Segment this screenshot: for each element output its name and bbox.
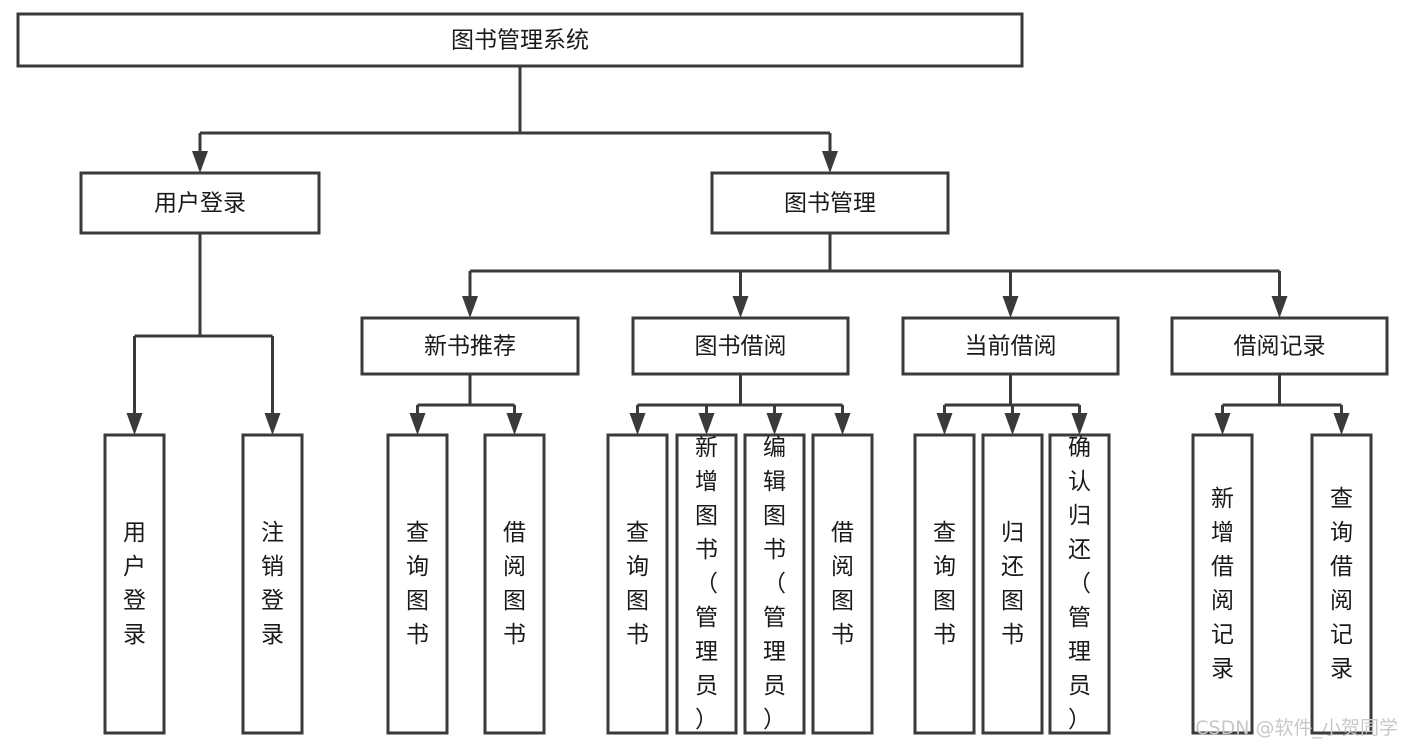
node-box: [743, 433, 806, 735]
arrow-head-icon: [192, 151, 208, 173]
node-leaf-borrow-book-1[interactable]: 借阅图书: [483, 433, 546, 735]
arrow-head-icon: [506, 413, 523, 435]
node-label: 查询借阅记录: [1330, 486, 1353, 682]
node-box: [606, 433, 669, 735]
node-box: [1170, 316, 1389, 376]
node-borrow-record[interactable]: 借阅记录: [1170, 316, 1389, 376]
arrow-head-icon: [126, 413, 143, 435]
arrow-head-icon: [698, 413, 715, 435]
node-label: 查询图书: [406, 520, 429, 648]
csdn-watermark: CSDN @软件_小贺同学: [1195, 717, 1398, 739]
node-box: [675, 433, 738, 735]
arrow-head-icon: [1002, 296, 1019, 318]
node-leaf-add-record[interactable]: 新增借阅记录: [1191, 433, 1254, 735]
node-label: 查询图书: [626, 520, 649, 648]
node-layer: 图书管理系统用户登录图书管理新书推荐图书借阅当前借阅借阅记录用户登录注销登录查询…: [16, 12, 1389, 735]
node-label: 当前借阅: [965, 334, 1057, 360]
node-label: 图书管理: [784, 191, 876, 217]
node-box: [1048, 433, 1111, 735]
node-leaf-query-book-3[interactable]: 查询图书: [913, 433, 976, 735]
node-label: 新书推荐: [424, 334, 516, 360]
node-box: [360, 316, 580, 376]
node-label: 编辑图书（管理员）: [763, 435, 786, 733]
node-box: [901, 316, 1120, 376]
node-label: 图书借阅: [695, 334, 787, 360]
node-leaf-logout[interactable]: 注销登录: [241, 433, 304, 735]
node-leaf-return-book[interactable]: 归还图书: [981, 433, 1044, 735]
arrow-head-icon: [1004, 413, 1021, 435]
arrow-head-icon: [766, 413, 783, 435]
node-leaf-query-record[interactable]: 查询借阅记录: [1310, 433, 1373, 735]
node-leaf-confirm-return[interactable]: 确认归还（管理员）: [1048, 433, 1111, 735]
node-box: [103, 433, 166, 735]
node-leaf-query-book-1[interactable]: 查询图书: [386, 433, 449, 735]
node-leaf-user-login[interactable]: 用户登录: [103, 433, 166, 735]
node-box: [1191, 433, 1254, 735]
node-label: 借阅图书: [831, 520, 854, 648]
node-box: [710, 171, 950, 235]
node-label: 用户登录: [154, 191, 246, 217]
node-leaf-borrow-book-2[interactable]: 借阅图书: [811, 433, 874, 735]
arrow-head-icon: [936, 413, 953, 435]
node-label: 归还图书: [1001, 520, 1024, 648]
arrow-head-icon: [409, 413, 426, 435]
arrow-head-icon: [1214, 413, 1231, 435]
node-label: 借阅记录: [1234, 334, 1326, 360]
arrow-head-icon: [264, 413, 281, 435]
node-leaf-query-book-2[interactable]: 查询图书: [606, 433, 669, 735]
node-box: [386, 433, 449, 735]
arrow-head-icon: [462, 296, 478, 318]
node-box: [16, 12, 1024, 68]
node-label: 注销登录: [261, 520, 284, 648]
node-user-login[interactable]: 用户登录: [79, 171, 321, 235]
node-box: [1310, 433, 1373, 735]
node-box: [913, 433, 976, 735]
node-label: 确认归还（管理员）: [1068, 435, 1091, 733]
node-label: 新增借阅记录: [1211, 486, 1234, 682]
node-box: [241, 433, 304, 735]
connector-layer: [126, 66, 1350, 435]
arrow-head-icon: [1271, 296, 1288, 318]
node-new-book-recommend[interactable]: 新书推荐: [360, 316, 580, 376]
node-box: [981, 433, 1044, 735]
node-root[interactable]: 图书管理系统: [16, 12, 1024, 68]
node-label: 查询图书: [933, 520, 956, 648]
node-leaf-add-book[interactable]: 新增图书（管理员）: [675, 433, 738, 735]
node-label: 新增图书（管理员）: [695, 435, 718, 733]
node-box: [631, 316, 850, 376]
node-current-borrow[interactable]: 当前借阅: [901, 316, 1120, 376]
arrow-head-icon: [732, 296, 749, 318]
arrow-head-icon: [1333, 413, 1350, 435]
node-box: [483, 433, 546, 735]
node-book-borrow[interactable]: 图书借阅: [631, 316, 850, 376]
node-book-manage[interactable]: 图书管理: [710, 171, 950, 235]
node-box: [811, 433, 874, 735]
node-label: 借阅图书: [503, 520, 526, 648]
node-box: [79, 171, 321, 235]
arrow-head-icon: [834, 413, 851, 435]
node-leaf-edit-book[interactable]: 编辑图书（管理员）: [743, 433, 806, 735]
arrow-head-icon: [629, 413, 646, 435]
arrow-head-icon: [822, 151, 838, 173]
arrow-head-icon: [1071, 413, 1088, 435]
node-label: 图书管理系统: [451, 28, 589, 54]
node-label: 用户登录: [123, 520, 146, 648]
